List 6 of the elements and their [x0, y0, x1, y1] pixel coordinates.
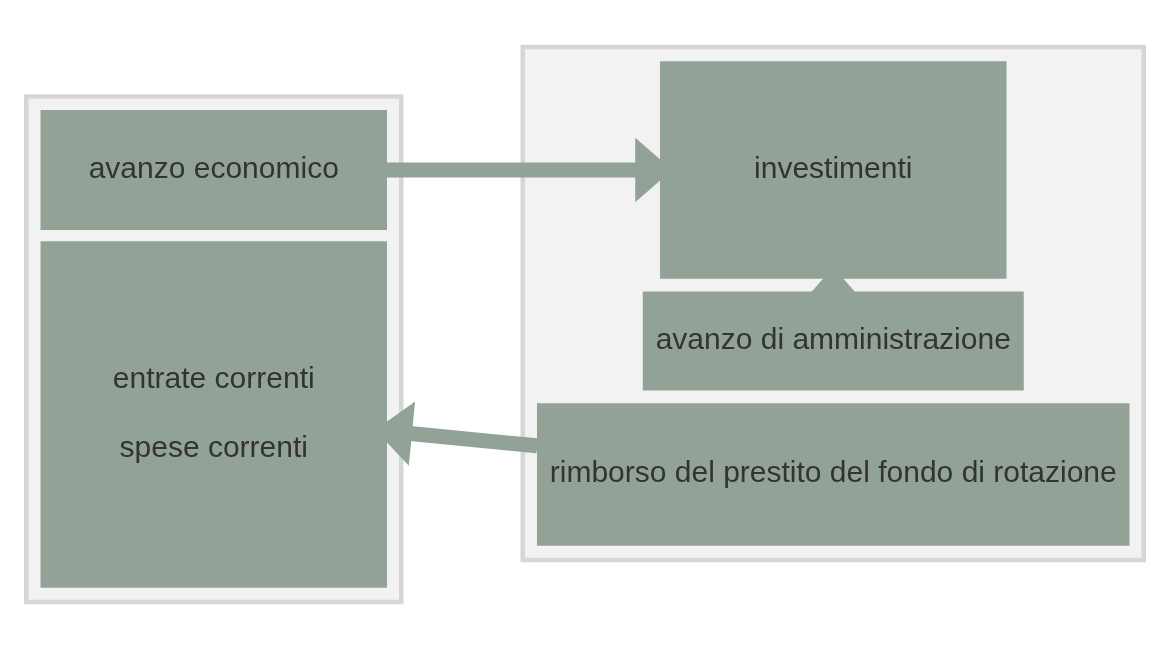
node-box: investimenti [660, 60, 1007, 279]
node-box: rimborso del prestito del fondo di rotazione [537, 402, 1130, 546]
node-box: avanzo economico [40, 109, 387, 230]
node-box: entrate correnti spese correnti [40, 240, 387, 588]
cluster [520, 44, 1146, 562]
cluster [24, 93, 404, 604]
